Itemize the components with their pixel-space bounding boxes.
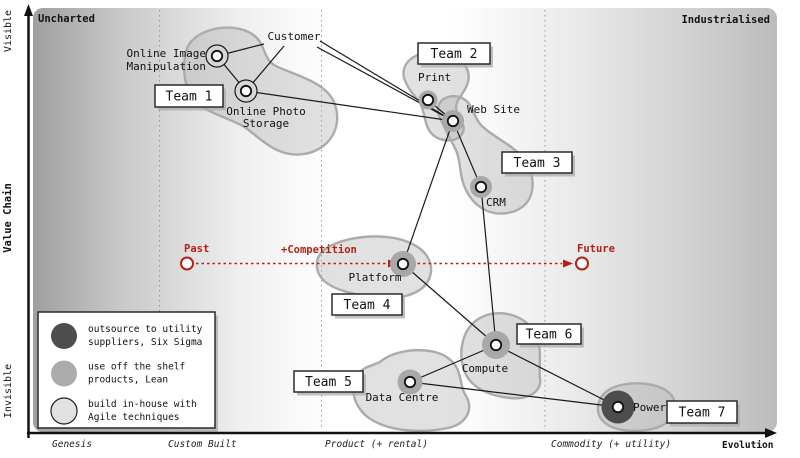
node-dot xyxy=(239,84,253,98)
visible-label: Visible xyxy=(3,10,14,52)
legend: outsource to utility suppliers, Six Sigm… xyxy=(37,311,218,432)
node-online-photo-storage xyxy=(234,79,258,103)
stage-custom-built-label: Custom Built xyxy=(168,439,237,450)
stage-commodity-label: Commodity (+ utility) xyxy=(551,439,671,450)
node-crm xyxy=(470,176,492,198)
node-web-site xyxy=(442,110,464,132)
legend-medium-circle-icon xyxy=(51,360,77,387)
edge-datacentre-power xyxy=(409,381,619,408)
stage-product-label: Product (+ rental) xyxy=(325,439,428,450)
past-label: Past xyxy=(184,243,209,255)
team-1-box: Team 1 xyxy=(154,84,226,111)
team-2-label: Team 2 xyxy=(431,47,478,62)
stage-genesis-label: Genesis xyxy=(52,439,92,450)
edge-website-platform xyxy=(402,120,454,265)
timeline: Past +Competition Future xyxy=(180,243,615,271)
uncharted-label: Uncharted xyxy=(38,13,95,25)
edge-website-crm xyxy=(452,120,482,188)
value-chain-label: Value Chain xyxy=(2,183,14,253)
online-image-manipulation-label-2: Manipulation xyxy=(127,60,206,73)
legend-dark-circle-icon xyxy=(51,323,77,349)
team-2-box: Team 2 xyxy=(417,42,493,68)
print-label: Print xyxy=(418,71,451,84)
team-7-label: Team 7 xyxy=(679,406,726,421)
legend-item-3-line-1: build in-house with xyxy=(88,399,197,410)
node-power xyxy=(601,390,635,424)
team-7-box: Team 7 xyxy=(666,400,740,427)
team-5-rect xyxy=(293,370,364,393)
legend-item-1-line-2: suppliers, Six Sigma xyxy=(88,337,202,348)
node-dot xyxy=(474,180,488,194)
team-4-rect xyxy=(331,293,403,316)
invisible-label: Invisible xyxy=(3,364,14,418)
team-1-rect xyxy=(154,84,224,108)
online-photo-storage-label-1: Online Photo xyxy=(226,105,305,118)
team-3-label: Team 3 xyxy=(514,156,561,171)
team-3-box: Team 3 xyxy=(501,151,575,177)
future-label: Future xyxy=(577,243,615,255)
competition-label: +Competition xyxy=(281,244,357,256)
timeline-arrowhead-right xyxy=(563,259,573,268)
node-dot xyxy=(489,338,503,352)
industrialised-label: Industrialised xyxy=(681,14,770,26)
web-site-label: Web Site xyxy=(467,103,520,116)
node-online-image-manipulation xyxy=(205,44,229,68)
online-image-manipulation-label-1: Online Image xyxy=(127,47,206,60)
team-2-rect xyxy=(417,42,491,65)
legend-light-circle-icon xyxy=(50,397,78,425)
node-dot xyxy=(210,49,224,63)
edge-compute-datacentre xyxy=(409,344,497,383)
online-photo-storage-label-2: Storage xyxy=(243,117,289,130)
team-4-label: Team 4 xyxy=(344,298,391,313)
team-6-rect xyxy=(516,323,582,345)
customer-label: Customer xyxy=(268,30,321,43)
edge-ops-website xyxy=(245,90,454,122)
legend-item-1-line-1: outsource to utility xyxy=(88,324,203,335)
evolution-label: Evolution xyxy=(722,440,773,451)
legend-item-2-line-1: use off the shelf xyxy=(88,362,185,373)
past-marker xyxy=(180,256,194,271)
team-6-box: Team 6 xyxy=(516,323,584,348)
team-5-label: Team 5 xyxy=(305,375,352,390)
team-7-rect xyxy=(666,400,738,424)
node-labels: Customer Online Image Manipulation Onlin… xyxy=(127,30,667,414)
legend-item-2-line-2: products, Lean xyxy=(88,375,168,386)
team-4-box: Team 4 xyxy=(331,293,405,319)
map-labels: Uncharted Industrialised Visible Value C… xyxy=(2,10,773,451)
future-marker xyxy=(575,256,589,271)
team-boxes: Team 1 Team 2 Team 3 Team 4 Team 5 Team … xyxy=(154,42,740,427)
legend-item-3-line-2: Agile techniques xyxy=(88,412,180,423)
node-compute xyxy=(482,331,510,359)
axes xyxy=(24,4,777,438)
edge-platform-compute xyxy=(402,263,497,346)
node-dot xyxy=(446,114,460,128)
node-dot xyxy=(403,375,417,389)
data-centre-label: Data Centre xyxy=(366,391,439,404)
team-6-label: Team 6 xyxy=(526,328,573,343)
map-background xyxy=(33,8,777,432)
edge-compute-power xyxy=(495,344,619,408)
y-axis-arrowhead xyxy=(24,4,33,16)
power-label: Power xyxy=(633,401,666,414)
platform-label: Platform xyxy=(349,271,402,284)
node-platform xyxy=(390,251,416,277)
edge-crm-compute xyxy=(480,186,497,346)
team-1-label: Team 1 xyxy=(166,90,213,105)
compute-label: Compute xyxy=(462,362,508,375)
team-5-box: Team 5 xyxy=(293,370,366,396)
node-dot xyxy=(396,257,410,271)
node-dot xyxy=(421,93,435,107)
node-data-centre xyxy=(397,369,423,395)
team-3-rect xyxy=(501,151,573,174)
node-dot xyxy=(611,400,625,414)
node-print xyxy=(418,90,438,110)
x-axis-arrowhead xyxy=(765,428,777,438)
crm-label: CRM xyxy=(486,196,506,209)
nodes xyxy=(205,44,635,424)
